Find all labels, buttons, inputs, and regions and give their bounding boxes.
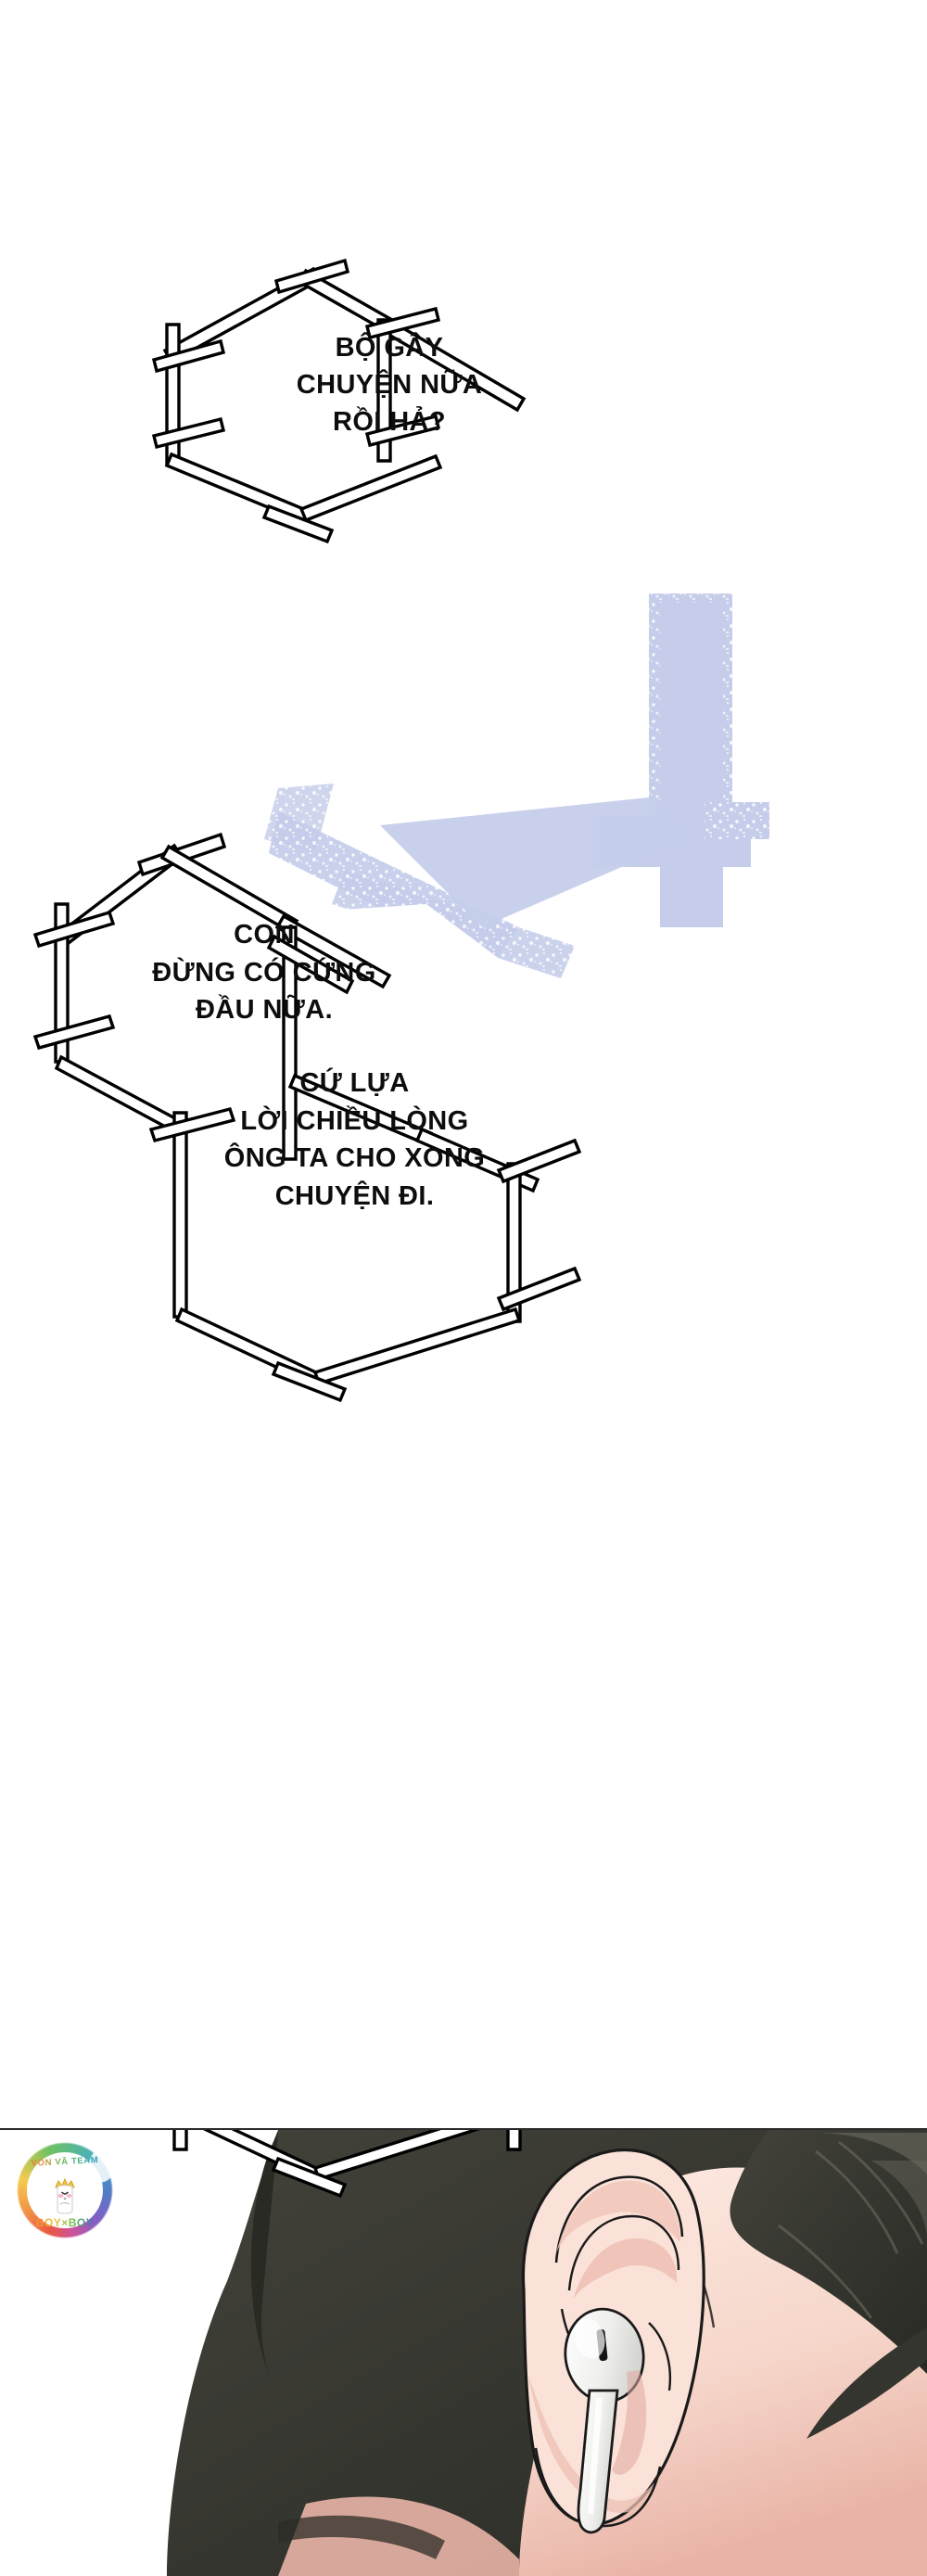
scanlation-team-watermark: VỐN VÃ TEAM BOY×BOY <box>15 2140 122 2240</box>
panel-divider <box>0 2128 927 2130</box>
watermark-bottom-text: BOY×BOY <box>15 2216 115 2229</box>
ear-earbud-illustration <box>0 2130 927 2576</box>
bubble-2-dialogue-first: CON ĐỪNG CÓ CỨNG ĐẦU NỮA. <box>152 920 376 1026</box>
earbud <box>564 2307 647 2534</box>
crowned-ghost-mascot <box>55 2177 75 2214</box>
bubble-1-dialogue: BỘ GÂY CHUYỆN NỮA RỒI HẢ? <box>296 333 483 438</box>
bubble-2-dialogue-second: CỨ LỰA LỜI CHIỀU LÒNG ÔNG TA CHO XONG CH… <box>223 1068 486 1211</box>
